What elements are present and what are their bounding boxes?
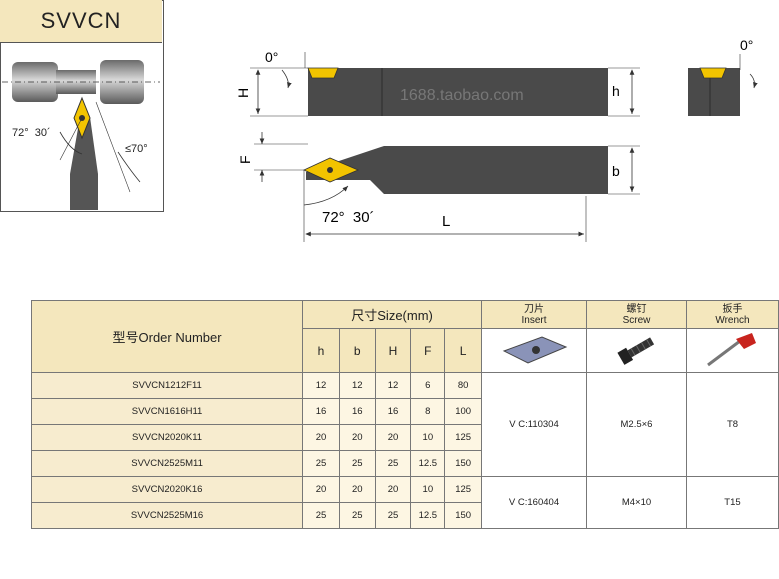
tool-holder-shape bbox=[70, 117, 98, 210]
size-F-cell: 10 bbox=[410, 476, 446, 503]
size-col-H: H bbox=[374, 328, 412, 373]
size-col-h: h bbox=[302, 328, 340, 373]
size-F-cell: 6 bbox=[410, 372, 446, 399]
order-number-cell: SVVCN2020K11 bbox=[30, 424, 304, 451]
schematic-angle-label: 72° 30´ bbox=[12, 127, 51, 139]
wrench-size-cell: T8 bbox=[685, 372, 779, 477]
order-number-cell: SVVCN1212F11 bbox=[30, 372, 304, 399]
dim-h-label: h bbox=[612, 83, 620, 99]
order-number-cell: SVVCN2525M16 bbox=[30, 502, 304, 529]
size-h-cell: 20 bbox=[302, 476, 340, 503]
size-F-cell: 12.5 bbox=[410, 502, 446, 529]
size-h-cell: 16 bbox=[302, 398, 340, 425]
size-F-cell: 10 bbox=[410, 424, 446, 451]
screw-size-cell: M2.5×6 bbox=[586, 372, 687, 477]
rake-angle-top: 0° bbox=[265, 49, 278, 65]
order-number-cell: SVVCN2525M11 bbox=[30, 450, 304, 477]
size-H-cell: 20 bbox=[374, 476, 412, 503]
dim-H-label: H bbox=[235, 88, 251, 98]
size-L-cell: 125 bbox=[444, 424, 483, 451]
angle-label: 72° 30´ bbox=[322, 209, 375, 226]
size-col-F: F bbox=[410, 328, 446, 373]
wrench-image bbox=[707, 333, 757, 367]
size-L-cell: 125 bbox=[444, 476, 483, 503]
dim-L-label: L bbox=[442, 213, 450, 230]
size-header: 尺寸Size(mm) bbox=[302, 300, 483, 329]
tool-front-view bbox=[303, 146, 608, 194]
size-F-cell: 8 bbox=[410, 398, 446, 425]
order-number-header: 型号Order Number bbox=[30, 300, 304, 373]
size-H-cell: 25 bbox=[374, 450, 412, 477]
size-col-L: L bbox=[444, 328, 483, 373]
insert-code-cell: V C:110304 bbox=[481, 372, 587, 477]
insert-code-cell: V C:160404 bbox=[481, 476, 587, 529]
size-b-cell: 12 bbox=[338, 372, 376, 399]
dim-F-label: F bbox=[237, 155, 253, 164]
size-b-cell: 25 bbox=[338, 502, 376, 529]
insert-image bbox=[502, 336, 568, 364]
size-b-cell: 20 bbox=[338, 476, 376, 503]
schematic-max-angle-label: ≤70° bbox=[125, 143, 148, 155]
order-number-cell: SVVCN2020K16 bbox=[30, 476, 304, 503]
screw-image-cell bbox=[586, 328, 687, 373]
size-H-cell: 16 bbox=[374, 398, 412, 425]
workpiece-shape bbox=[2, 60, 160, 104]
size-h-cell: 12 bbox=[302, 372, 340, 399]
size-h-cell: 25 bbox=[302, 450, 340, 477]
product-schematic-box: SVVCN 72° 30´ ≤70° bbox=[0, 0, 164, 212]
watermark-text: 1688.taobao.com bbox=[400, 87, 524, 104]
size-b-cell: 20 bbox=[338, 424, 376, 451]
technical-drawing: 1688.taobao.com H 0° h F b 72° 30´ L 0° bbox=[235, 37, 758, 242]
size-F-cell: 12.5 bbox=[410, 450, 446, 477]
size-L-cell: 80 bbox=[444, 372, 483, 399]
rake-angle-side: 0° bbox=[740, 37, 753, 53]
tool-top-view bbox=[307, 67, 608, 116]
size-h-cell: 20 bbox=[302, 424, 340, 451]
size-h-cell: 25 bbox=[302, 502, 340, 529]
size-L-cell: 100 bbox=[444, 398, 483, 425]
size-b-cell: 25 bbox=[338, 450, 376, 477]
size-H-cell: 25 bbox=[374, 502, 412, 529]
tool-side-view bbox=[688, 54, 758, 116]
product-code: SVVCN bbox=[0, 0, 162, 43]
wrench-size-cell: T15 bbox=[685, 476, 779, 529]
size-L-cell: 150 bbox=[444, 450, 483, 477]
insert-image-cell bbox=[481, 328, 587, 373]
size-col-b: b bbox=[338, 328, 376, 373]
size-H-cell: 12 bbox=[374, 372, 412, 399]
order-number-cell: SVVCN1616H11 bbox=[30, 398, 304, 425]
size-L-cell: 150 bbox=[444, 502, 483, 529]
screw-image bbox=[617, 337, 655, 365]
wrench-image-cell bbox=[685, 328, 779, 373]
schematic-illustration bbox=[2, 60, 160, 210]
size-H-cell: 20 bbox=[374, 424, 412, 451]
screw-size-cell: M4×10 bbox=[586, 476, 687, 529]
dim-b-label: b bbox=[612, 163, 620, 179]
size-b-cell: 16 bbox=[338, 398, 376, 425]
